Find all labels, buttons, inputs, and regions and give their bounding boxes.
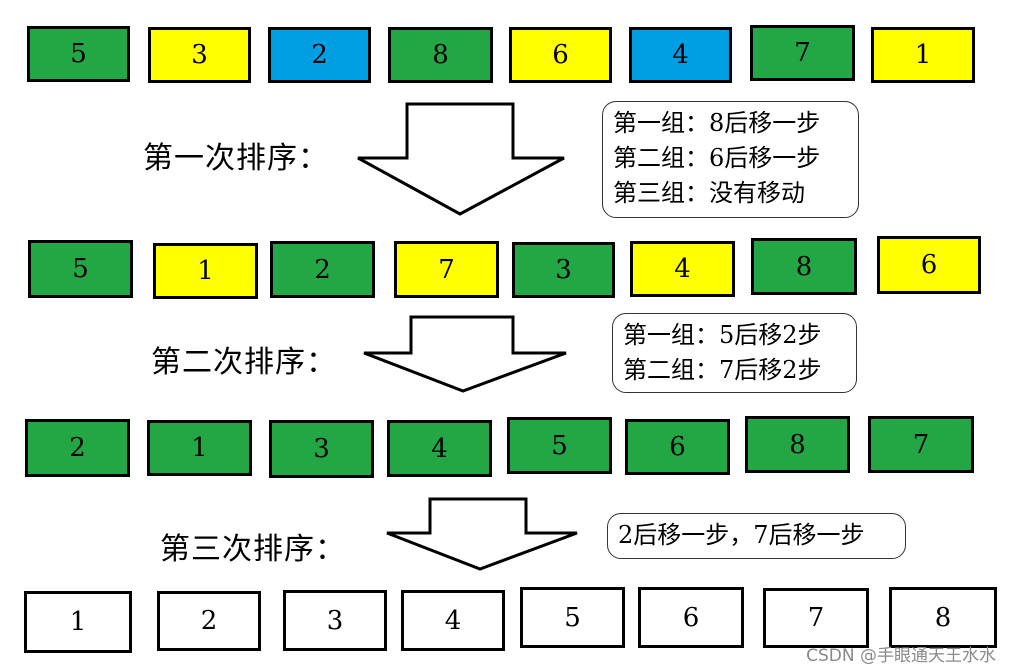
row3-cell-1: 2: [25, 419, 130, 477]
down-arrow-icon: [386, 497, 578, 571]
row4-cell-7: 7: [763, 588, 869, 648]
pass-3-note: 2后移一步，7后移一步: [607, 513, 906, 559]
row1-cell-5: 6: [509, 27, 612, 83]
row2-cell-7: 8: [751, 238, 857, 295]
pass-1-note-line-2: 第二组：6后移一步: [613, 144, 821, 172]
row2-cell-4: 7: [394, 241, 499, 298]
row1-cell-2: 3: [148, 27, 251, 83]
row4-cell-8: 8: [889, 587, 997, 648]
pass-2-note-line-1: 第一组：5后移2步: [623, 321, 822, 349]
row4-cell-4: 4: [401, 590, 505, 651]
row1-cell-3: 2: [268, 27, 371, 83]
pass-1-note-line-1: 第一组：8后移一步: [613, 109, 821, 137]
row4-cell-3: 3: [283, 590, 387, 651]
row3-cell-5: 5: [507, 417, 612, 474]
row2-cell-5: 3: [512, 242, 615, 298]
row1-cell-7: 7: [750, 25, 855, 81]
pass-2-label: 第二次排序：: [151, 345, 337, 380]
row4-cell-2: 2: [157, 591, 261, 651]
row1-cell-8: 1: [871, 27, 975, 83]
watermark: CSDN @手眼通天王水水: [806, 646, 996, 666]
pass-1-note: 第一组：8后移一步 第二组：6后移一步 第三组：没有移动: [602, 101, 859, 218]
row3-cell-2: 1: [147, 420, 252, 476]
row2-cell-2: 1: [153, 243, 258, 299]
row4-cell-6: 6: [638, 587, 744, 648]
row2-cell-1: 5: [28, 240, 133, 298]
row3-cell-7: 8: [745, 416, 850, 473]
pass-2-note: 第一组：5后移2步 第二组：7后移2步: [612, 313, 857, 393]
row2-cell-6: 4: [630, 241, 735, 297]
down-arrow-icon: [363, 315, 567, 393]
row1-cell-6: 4: [629, 27, 732, 83]
pass-2-note-line-2: 第二组：7后移2步: [623, 356, 822, 384]
row4-cell-5: 5: [520, 587, 625, 648]
row1-cell-1: 5: [27, 26, 130, 82]
down-arrow-icon: [357, 102, 565, 216]
pass-3-note-line-1: 2后移一步，7后移一步: [618, 521, 865, 549]
row2-cell-3: 2: [270, 241, 375, 298]
pass-1-label: 第一次排序：: [143, 141, 329, 176]
row3-cell-6: 6: [625, 419, 730, 475]
row2-cell-8: 6: [877, 236, 981, 294]
row3-cell-3: 3: [269, 420, 374, 478]
row1-cell-4: 8: [388, 27, 493, 83]
row3-cell-8: 7: [868, 416, 974, 473]
row4-cell-1: 1: [24, 591, 132, 653]
pass-1-note-line-3: 第三组：没有移动: [613, 179, 805, 207]
pass-3-label: 第三次排序：: [160, 532, 346, 567]
row3-cell-4: 4: [387, 420, 492, 477]
